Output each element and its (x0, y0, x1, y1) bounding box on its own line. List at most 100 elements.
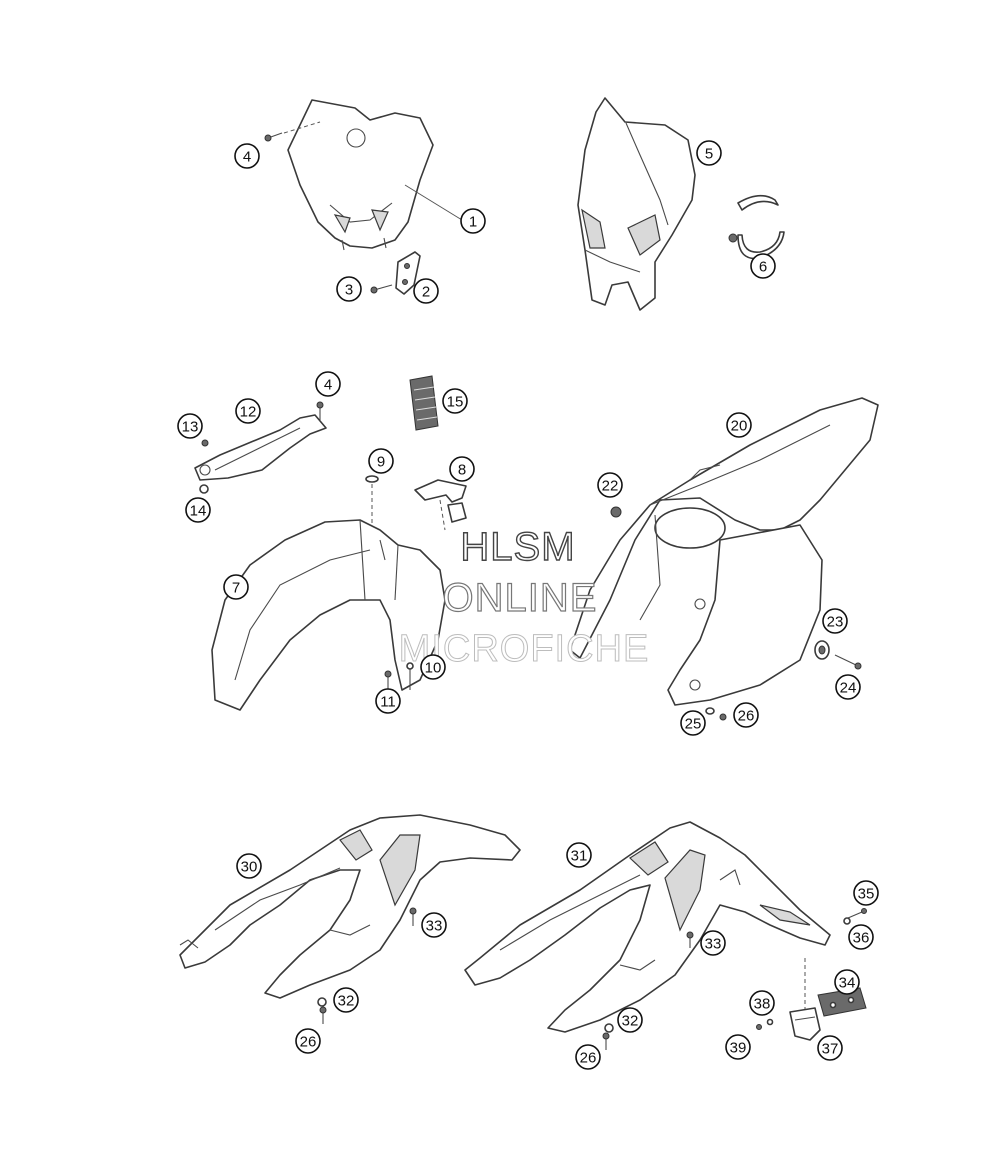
callout-20: 20 (726, 412, 752, 438)
svg-text:26: 26 (300, 1034, 317, 1051)
callout-15: 15 (442, 388, 468, 414)
svg-text:31: 31 (571, 848, 588, 865)
part-nut-14 (199, 484, 209, 494)
watermark-line-2: ONLINE (443, 576, 598, 620)
callout-14: 14 (185, 497, 211, 523)
part-screw-35 (847, 908, 867, 919)
part-screw-26-left (319, 1006, 327, 1024)
svg-text:2: 2 (422, 284, 430, 301)
part-screw-38 (766, 1018, 774, 1026)
svg-text:11: 11 (380, 694, 396, 711)
svg-text:3: 3 (345, 282, 353, 299)
part-rear-fender (569, 397, 879, 706)
part-headlight-mask (577, 97, 696, 311)
svg-text:26: 26 (580, 1050, 597, 1067)
svg-text:1: 1 (469, 214, 477, 231)
callout-33-left: 33 (421, 912, 447, 938)
part-bracket-37 (789, 1007, 821, 1041)
svg-text:23: 23 (827, 614, 844, 631)
part-screw-4-mid (316, 401, 324, 420)
callout-31: 31 (566, 842, 592, 868)
callout-34: 34 (834, 969, 860, 995)
svg-text:7: 7 (232, 580, 240, 597)
part-screw-24 (834, 654, 862, 670)
svg-text:25: 25 (685, 716, 702, 733)
svg-text:36: 36 (853, 930, 870, 947)
part-grommet-23 (814, 640, 830, 660)
callout-37: 37 (817, 1035, 843, 1061)
callout-10: 10 (420, 654, 446, 680)
part-screw-26-right (602, 1032, 610, 1050)
callout-8: 8 (449, 456, 475, 482)
part-washer-25 (705, 707, 715, 715)
callout-13: 13 (177, 413, 203, 439)
part-screw-13 (201, 439, 209, 447)
svg-text:35: 35 (858, 886, 875, 903)
part-screw-26-mid (719, 713, 727, 721)
part-rear-fender-30 (179, 814, 521, 999)
callout-9: 9 (368, 448, 394, 474)
part-nut-32-right (604, 1023, 614, 1033)
callout-6: 6 (750, 253, 776, 279)
svg-text:22: 22 (602, 478, 619, 495)
callout-4-mid: 4 (315, 371, 341, 397)
part-screw-3 (370, 284, 393, 294)
part-reflector (409, 375, 439, 431)
part-washer-36 (843, 917, 851, 925)
callout-11: 11 (375, 688, 401, 714)
callout-12: 12 (235, 398, 261, 424)
svg-text:20: 20 (731, 418, 748, 435)
svg-text:26: 26 (738, 708, 755, 725)
callout-33-right: 33 (700, 930, 726, 956)
callout-36: 36 (848, 924, 874, 950)
svg-text:13: 13 (182, 419, 199, 436)
part-screw-33-left (409, 907, 417, 926)
part-clamp (728, 194, 785, 260)
callout-5: 5 (696, 140, 722, 166)
part-rear-fender-31 (464, 821, 831, 1033)
callout-1: 1 (460, 208, 486, 234)
callout-2: 2 (413, 278, 439, 304)
svg-text:10: 10 (425, 660, 442, 677)
callout-30: 30 (236, 853, 262, 879)
part-nut-32-left (317, 997, 327, 1007)
svg-text:34: 34 (839, 975, 856, 992)
callout-32-right: 32 (617, 1007, 643, 1033)
part-number-plate (287, 99, 434, 251)
svg-text:8: 8 (458, 462, 466, 479)
svg-text:30: 30 (241, 859, 258, 876)
part-screw-4-top (264, 121, 321, 142)
svg-text:32: 32 (338, 993, 355, 1010)
svg-text:24: 24 (840, 680, 857, 697)
callout-24: 24 (835, 674, 861, 700)
svg-text:4: 4 (243, 149, 251, 166)
callout-25: 25 (680, 710, 706, 736)
callout-26-right: 26 (575, 1044, 601, 1070)
svg-text:14: 14 (190, 503, 207, 520)
part-screw-33-right (686, 931, 694, 948)
part-nut-22 (610, 506, 622, 518)
svg-text:6: 6 (759, 259, 767, 276)
svg-text:33: 33 (426, 918, 443, 935)
callout-38: 38 (749, 990, 775, 1016)
svg-text:37: 37 (822, 1041, 839, 1058)
callout-22: 22 (597, 472, 623, 498)
callout-26-mid: 26 (733, 702, 759, 728)
svg-text:39: 39 (730, 1040, 747, 1057)
callout-23: 23 (822, 608, 848, 634)
part-screw-10 (406, 662, 414, 690)
part-screw-39 (756, 1024, 762, 1030)
callout-35: 35 (853, 880, 879, 906)
svg-text:12: 12 (240, 404, 257, 421)
svg-text:15: 15 (447, 394, 464, 411)
callouts: 1 2 3 4 5 6 4 12 13 14 15 9 8 7 10 11 20… (177, 140, 879, 1070)
callout-3: 3 (336, 276, 362, 302)
watermark-line-1: HLSM (460, 525, 575, 569)
svg-text:32: 32 (622, 1013, 639, 1030)
svg-text:9: 9 (377, 454, 385, 471)
svg-text:4: 4 (324, 377, 332, 394)
callout-7: 7 (223, 574, 249, 600)
part-strap (194, 414, 327, 481)
part-bracket (395, 251, 421, 295)
